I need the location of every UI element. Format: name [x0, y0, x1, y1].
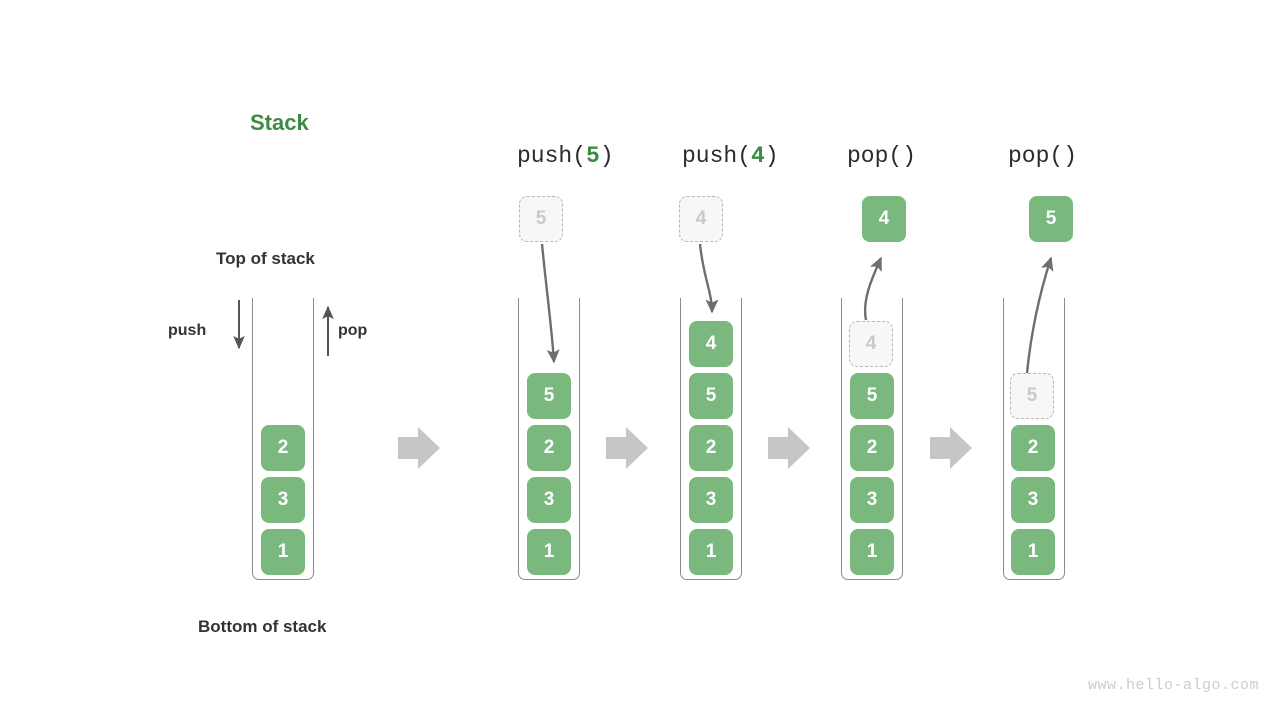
column-header-push-5: push(5)	[517, 143, 614, 169]
floating-cell-popped: 4	[862, 196, 906, 242]
header-suffix: )	[599, 143, 614, 169]
stack-cell: 3	[527, 477, 571, 523]
header-suffix: )	[902, 143, 917, 169]
stack-cell: 3	[261, 477, 305, 523]
stack-cell: 4	[689, 321, 733, 367]
stack-cell: 3	[689, 477, 733, 523]
stack-cell-ghost: 4	[849, 321, 893, 367]
watermark: www.hello-algo.com	[1088, 677, 1260, 694]
stack-cell: 2	[261, 425, 305, 471]
transition-arrow-4	[930, 427, 972, 469]
floating-cell-popped: 5	[1029, 196, 1073, 242]
transition-arrow-2	[606, 427, 648, 469]
stack-cell: 1	[689, 529, 733, 575]
stack-cell: 1	[527, 529, 571, 575]
header-prefix: pop(	[847, 143, 903, 169]
header-arg: 4	[751, 143, 765, 169]
stack-cell: 2	[689, 425, 733, 471]
column-header-pop-2: pop()	[1008, 143, 1077, 169]
floating-cell-ghost: 5	[519, 196, 563, 242]
push-label: push	[168, 322, 207, 339]
stack-cell: 2	[1011, 425, 1055, 471]
stack-container-push-5	[518, 298, 580, 580]
stack-container-initial	[252, 298, 314, 580]
column-header-pop-1: pop()	[847, 143, 916, 169]
stack-cell: 3	[850, 477, 894, 523]
column-header-push-4: push(4)	[682, 143, 779, 169]
stack-cell: 5	[689, 373, 733, 419]
stack-cell: 1	[850, 529, 894, 575]
stack-cell-ghost: 5	[1010, 373, 1054, 419]
bottom-of-stack-label: Bottom of stack	[198, 617, 327, 636]
header-suffix: )	[1063, 143, 1078, 169]
stack-cell: 1	[1011, 529, 1055, 575]
stack-cell: 1	[261, 529, 305, 575]
stack-cell: 2	[850, 425, 894, 471]
header-arg: 5	[586, 143, 600, 169]
header-suffix: )	[764, 143, 779, 169]
transition-arrow-1	[398, 427, 440, 469]
stack-container-pop-2	[1003, 298, 1065, 580]
top-of-stack-label: Top of stack	[216, 249, 315, 268]
stack-cell: 2	[527, 425, 571, 471]
stack-container-push-4	[680, 298, 742, 580]
diagram-title: Stack	[250, 110, 309, 135]
transition-arrow-3	[768, 427, 810, 469]
floating-cell-ghost: 4	[679, 196, 723, 242]
pop-label: pop	[338, 322, 368, 339]
stack-cell: 5	[527, 373, 571, 419]
header-prefix: push(	[517, 143, 587, 169]
header-prefix: pop(	[1008, 143, 1064, 169]
stack-cell: 3	[1011, 477, 1055, 523]
stack-container-pop-1	[841, 298, 903, 580]
header-prefix: push(	[682, 143, 752, 169]
stack-cell: 5	[850, 373, 894, 419]
